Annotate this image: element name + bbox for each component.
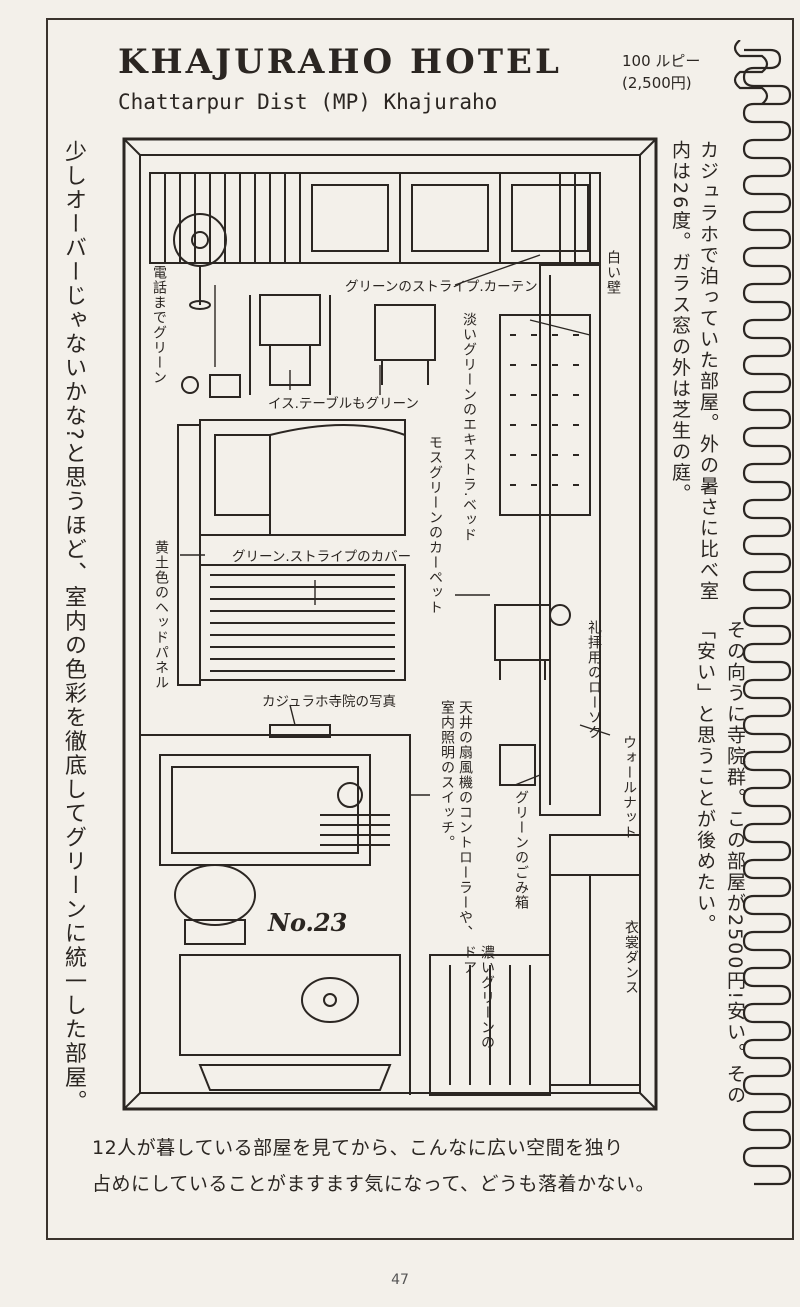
label-phone: 電話までグリーン <box>151 265 167 385</box>
label-temple-photo: カジュラホ寺院の写真 <box>262 694 397 710</box>
price-label: 100 ルピー (2,500円) <box>622 50 700 94</box>
page-frame <box>46 18 794 1240</box>
right-caption-1: カジュラホで泊っていた部屋。外の暑さに比べ室内は26度。ガラス窓の外は芝生の庭。 <box>669 140 719 602</box>
bottom-caption-line-2: 占めにしていることがますます気になって、どうも落着かない。 <box>92 1173 656 1195</box>
label-fan-switch: 天井の扇風機のコントローラーや、室内照明のスイッチ。 <box>439 700 473 940</box>
window <box>299 172 601 264</box>
label-door: 濃いグリーンのドア <box>461 945 495 1050</box>
left-caption: 少しオーバーじゃないかな?と思うほど、室内の色彩を徹底してグリーンに統一した部屋… <box>61 140 86 1114</box>
label-candle: 礼拝用のローソク <box>586 620 602 740</box>
label-wardrobe: 衣裳ダンス <box>623 920 639 995</box>
page-number: 47 <box>391 1272 409 1288</box>
label-cover: グリーン.ストライプのカバー <box>232 549 412 565</box>
label-white-wall: 白い壁 <box>605 250 621 295</box>
price-yen: (2,500円) <box>622 74 692 92</box>
chain-border-decoration <box>733 40 792 1186</box>
label-chair-table: イス.テーブルもグリーン <box>268 396 419 412</box>
room-number: No.23 <box>268 908 348 937</box>
extra-bed-pattern <box>510 334 579 486</box>
bottom-caption-line-1: 12人が暮している部屋を見てから、こんなに広い空間を独り <box>92 1137 624 1159</box>
label-carpet: モスグリーンのカーペット <box>427 435 443 615</box>
price-rupee: 100 ルピー <box>622 52 701 70</box>
page-title: KHAJURAHO HOTEL <box>118 42 562 82</box>
bottom-caption: 12人が暮している部屋を見てから、こんなに広い空間を独り 占めにしていることがま… <box>92 1130 655 1202</box>
room-floor-plan <box>122 137 658 1111</box>
label-walnut: ウォールナット <box>621 735 637 840</box>
label-extra-bed: 淡いグリーンのエキストラ.ベッド <box>461 312 477 543</box>
label-curtain: グリーンのストライプ.カーテン <box>345 279 538 295</box>
label-trash: グリーンのごみ箱 <box>513 790 529 910</box>
label-headboard: 黄土色のヘッドパネル <box>153 540 169 690</box>
right-caption-2: その向うに寺院群。この部屋が2500円!安い。その「安い」と思うことが後めたい。 <box>694 620 746 1106</box>
location-subtitle: Chattarpur Dist (MP) Khajuraho <box>118 90 498 114</box>
